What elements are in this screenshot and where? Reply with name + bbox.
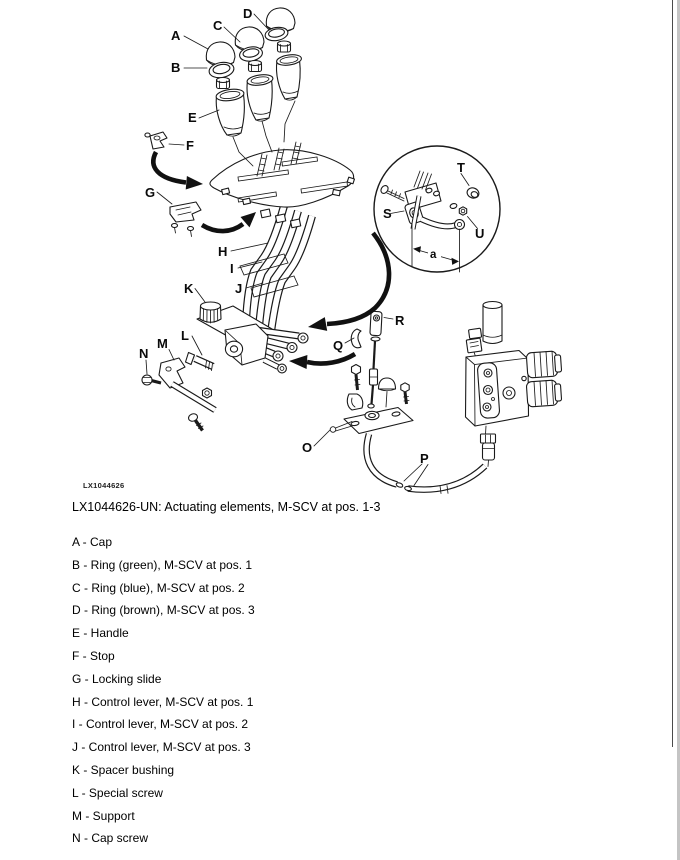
label-T: T: [457, 160, 465, 175]
legend-item: K - Spacer bushing: [72, 762, 175, 777]
legend-item: L - Special screw: [72, 785, 163, 800]
legend-item: J - Control lever, M-SCV at pos. 3: [72, 740, 251, 755]
legend-item: D - Ring (brown), M-SCV at pos. 3: [72, 603, 255, 618]
mounting-bracket-plate: [343, 406, 414, 435]
flow-arrows: [151, 150, 392, 369]
coupler-lower: [525, 379, 563, 408]
stop-f-part: [144, 131, 168, 150]
push-rod: [367, 340, 379, 409]
label-M: M: [157, 336, 168, 351]
pivot-assembly: [196, 305, 309, 374]
label-J: J: [235, 281, 242, 296]
label-N: N: [139, 346, 148, 361]
bolt-part: [187, 413, 204, 432]
valve-block: [464, 300, 563, 467]
label-C: C: [213, 18, 223, 33]
legend-item: N - Cap screw: [72, 831, 149, 846]
label-dim-a: a: [430, 249, 437, 261]
support-m-part: [158, 357, 217, 413]
rod-end-r-part: [369, 310, 383, 342]
label-S: S: [383, 206, 392, 221]
leader-lines: [145, 13, 478, 486]
label-Q: Q: [333, 338, 343, 353]
label-E: E: [188, 110, 197, 125]
label-B: B: [171, 60, 180, 75]
coupler-upper: [525, 350, 563, 379]
console-plate: [209, 100, 356, 229]
nut-part: [201, 387, 213, 399]
label-I: I: [230, 261, 234, 276]
locking-slide-g-part: [169, 201, 202, 237]
label-G: G: [145, 185, 155, 200]
cap-plug-part: [377, 377, 397, 408]
callout-labels: A B C D E F G H I J K L M N O P Q R S T …: [139, 6, 484, 466]
figure-id: LX1044626: [83, 481, 125, 490]
knob-assembly-3: [264, 7, 302, 101]
cap-screw-n-part: [141, 374, 162, 386]
label-R: R: [395, 313, 405, 328]
spacer-bushing-k-part: [199, 301, 222, 324]
legend-item: E - Handle: [72, 626, 129, 641]
figure-caption: LX1044626-UN: Actuating elements, M-SCV …: [72, 500, 381, 514]
legend-item: B - Ring (green), M-SCV at pos. 1: [72, 557, 253, 572]
parts-legend: A - Cap B - Ring (green), M-SCV at pos. …: [72, 531, 255, 850]
legend-item: M - Support: [72, 808, 135, 823]
exploded-diagram: A B C D E F G H I J K L M N O P Q R S T …: [139, 6, 563, 494]
legend-item: F - Stop: [72, 648, 115, 663]
label-U: U: [475, 226, 484, 241]
hose-p-part: [363, 433, 488, 494]
knob-assembly-2: [234, 26, 274, 122]
legend-item: G - Locking slide: [72, 671, 162, 686]
special-screw-l-part: [184, 351, 215, 372]
label-F: F: [186, 138, 194, 153]
label-O: O: [302, 440, 312, 455]
legend-item: I - Control lever, M-SCV at pos. 2: [72, 717, 249, 732]
handle-e-part: [215, 88, 245, 137]
label-P: P: [420, 451, 429, 466]
detail-inset: [373, 145, 501, 273]
clevis-q-part: [350, 328, 362, 349]
knob-assembly-1: [205, 41, 245, 137]
label-K: K: [184, 281, 194, 296]
nut-1-part: [215, 76, 231, 90]
legend-item: H - Control lever, M-SCV at pos. 1: [72, 694, 254, 709]
page-edge: [677, 0, 680, 860]
label-A: A: [171, 28, 181, 43]
page-border-line: [671, 0, 674, 747]
bushing-t-part: [466, 187, 480, 199]
dimension-a: [411, 223, 460, 273]
bracket-bolt-left: [346, 363, 364, 411]
control-levers: [239, 204, 316, 333]
legend-item: A - Cap: [72, 535, 113, 549]
legend-item: C - Ring (blue), M-SCV at pos. 2: [72, 580, 245, 595]
label-D: D: [243, 6, 252, 21]
bracket-bolt-right: [400, 382, 410, 405]
label-H: H: [218, 244, 227, 259]
clip-o-part: [329, 421, 353, 433]
label-L: L: [181, 328, 189, 343]
